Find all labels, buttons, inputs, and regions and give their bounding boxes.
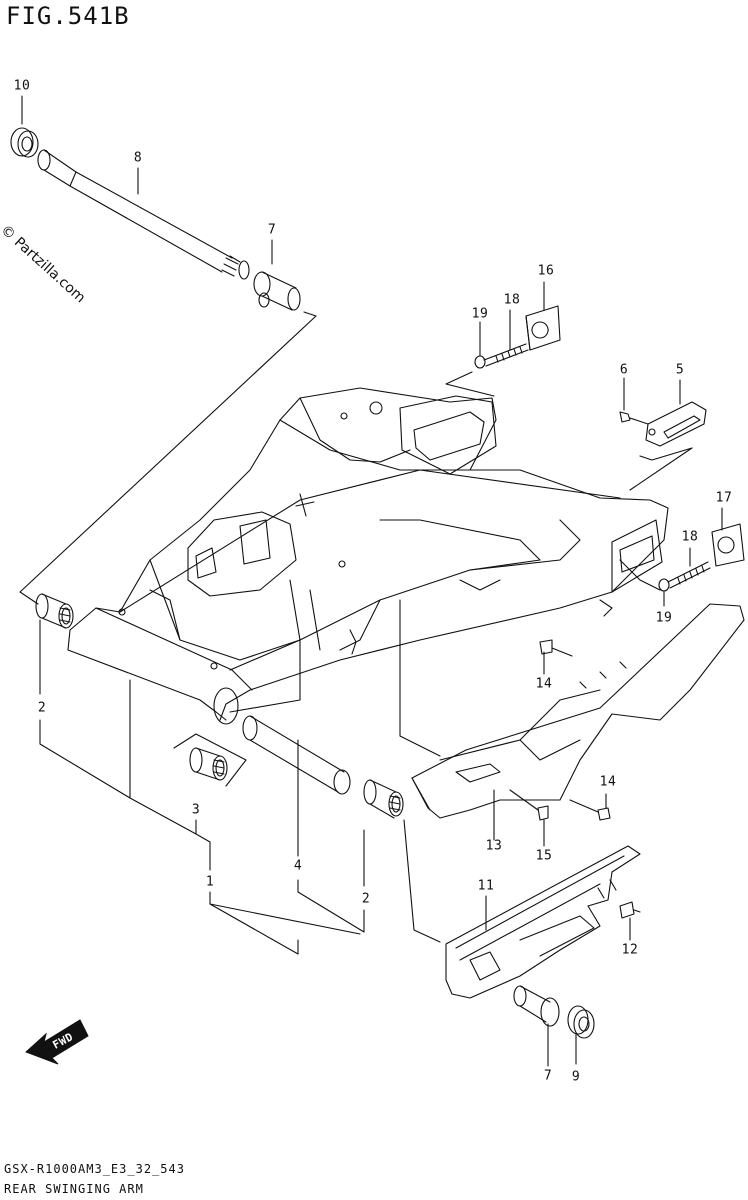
footer-section-title: REAR SWINGING ARM — [4, 1182, 144, 1196]
part-12-screw — [619, 901, 641, 919]
part-5-plate — [629, 401, 707, 491]
part-16-block — [525, 305, 561, 351]
callout-4: 4 — [293, 858, 303, 874]
part-2-bearing-right — [363, 779, 404, 819]
callout-7: 7 — [267, 222, 277, 238]
part-7-collar-bottom — [513, 985, 560, 1027]
callout-2: 2 — [361, 891, 371, 907]
swing-arm-body — [67, 387, 669, 725]
part-14-screw-lower — [569, 799, 611, 821]
part-4-spacer — [242, 715, 351, 795]
callout-14: 14 — [535, 676, 553, 692]
callout-14: 14 — [599, 774, 617, 790]
callout-1: 1 — [205, 874, 215, 890]
part-8-pivot-shaft — [37, 149, 250, 280]
callout-17: 17 — [715, 490, 733, 506]
callout-5: 5 — [675, 362, 685, 378]
part-13-chain-guard — [411, 603, 745, 819]
callout-18: 18 — [503, 292, 521, 308]
callout-16: 16 — [537, 263, 555, 279]
part-18-bolt-top — [483, 343, 529, 367]
part-14-screw-upper — [539, 639, 573, 657]
callout-6: 6 — [619, 362, 629, 378]
callout-8: 8 — [133, 150, 143, 166]
part-7-collar-top — [253, 271, 301, 311]
callout-19: 19 — [471, 306, 489, 322]
callout-3: 3 — [191, 802, 201, 818]
callout-18: 18 — [681, 529, 699, 545]
fwd-arrow — [25, 1019, 89, 1065]
callout-11: 11 — [477, 878, 495, 894]
part-3-bearing — [173, 733, 247, 787]
callout-12: 12 — [621, 942, 639, 958]
part-15-screw — [509, 789, 549, 821]
figure-title: FIG.541B — [6, 2, 130, 30]
part-9-nut — [567, 1005, 595, 1039]
callout-2: 2 — [37, 700, 47, 716]
callout-15: 15 — [535, 848, 553, 864]
callout-9: 9 — [571, 1069, 581, 1085]
part-6-bolt — [619, 411, 649, 425]
part-17-block — [711, 523, 745, 567]
callout-10: 10 — [13, 78, 31, 94]
part-2-bearing-left — [35, 593, 74, 629]
footer-model-code: GSX-R1000AM3_E3_32_543 — [4, 1162, 185, 1176]
callout-19: 19 — [655, 610, 673, 626]
callout-13: 13 — [485, 838, 503, 854]
part-10-nut — [10, 127, 39, 158]
callout-7: 7 — [543, 1068, 553, 1084]
part-18-bolt-right — [667, 561, 711, 589]
part-11-chain-buffer — [445, 845, 641, 999]
